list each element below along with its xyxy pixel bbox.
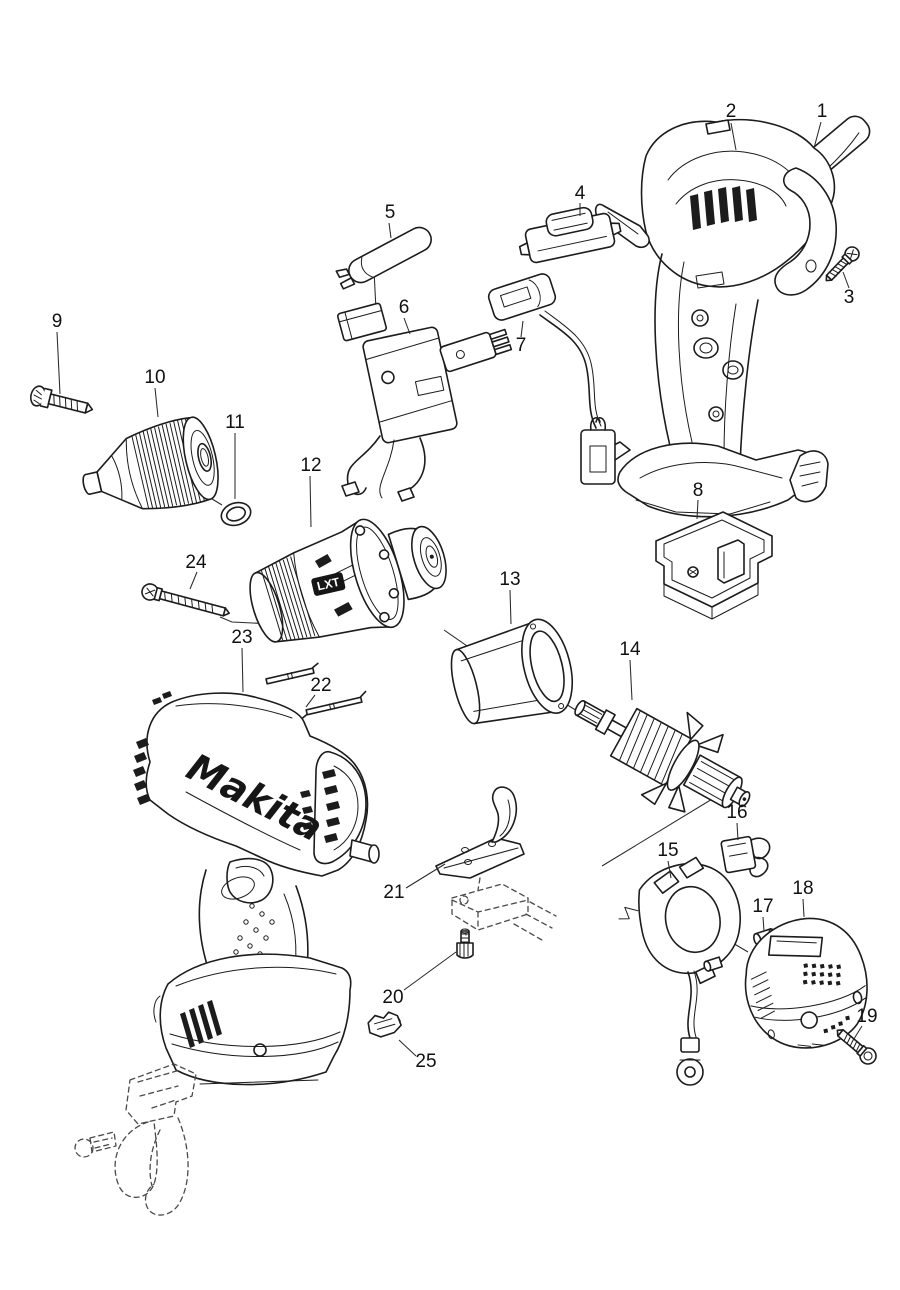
- part-19-screw: [836, 1028, 877, 1065]
- part-label-23: 23: [231, 627, 252, 648]
- part-7-led-module: [487, 273, 616, 485]
- part-9-chuck-screw: [29, 385, 94, 414]
- part-label-25: 25: [415, 1051, 436, 1072]
- part-label-5: 5: [385, 202, 396, 223]
- part-label-9: 9: [52, 311, 63, 332]
- part-label-20: 20: [382, 987, 403, 1008]
- part-3-screw: [825, 246, 860, 282]
- part-8-terminal-tray: [655, 511, 773, 620]
- part-label-18: 18: [792, 878, 813, 899]
- part-4-slide-button: [518, 206, 622, 264]
- brush-dowel: [703, 956, 724, 972]
- part-14-armature: [574, 700, 751, 813]
- part-label-16: 16: [726, 802, 747, 823]
- part-label-13: 13: [499, 569, 520, 590]
- part-label-10: 10: [144, 367, 165, 388]
- part-label-14: 14: [619, 639, 641, 660]
- part-13-motor-yoke: [450, 618, 574, 725]
- phantom-hook-block: [451, 877, 557, 941]
- part-21-belt-hook: [435, 786, 525, 879]
- label-leader-lines: [56, 121, 863, 1057]
- part-label-4: 4: [575, 183, 586, 204]
- part-22-pins: [265, 662, 367, 720]
- part-10-chuck: [82, 416, 219, 510]
- part-25-clip: [367, 1011, 402, 1038]
- part-label-15: 15: [657, 840, 678, 861]
- part-label-8: 8: [693, 480, 704, 501]
- part-20-screw: [456, 928, 474, 959]
- part-label-24: 24: [185, 552, 207, 573]
- phantom-strap: [74, 1063, 197, 1216]
- part-2-housing-right: [594, 118, 837, 518]
- part-15-brush-holder: [618, 856, 741, 1086]
- part-5-lock-lever: [335, 226, 432, 290]
- part-number-labels: 1 2 3 4 5 6 7 8 9 10 11 12 13 14 15 16 1…: [52, 101, 878, 1072]
- part-6-switch: [337, 302, 513, 502]
- part-16-clip: [720, 835, 771, 878]
- part-label-7: 7: [516, 335, 527, 356]
- part-label-12: 12: [300, 455, 321, 476]
- part-label-21: 21: [383, 882, 404, 903]
- part-label-11: 11: [225, 412, 245, 433]
- part-23-housing-left: Makita: [133, 691, 380, 1086]
- part-label-19: 19: [856, 1006, 877, 1027]
- part-12-gear-assembly: LXT: [249, 518, 447, 643]
- part-label-3: 3: [844, 287, 855, 308]
- part-label-6: 6: [399, 297, 410, 318]
- part-24-screw: [141, 583, 231, 617]
- part-18-motor-cover: [744, 917, 868, 1049]
- model-marking: LXT: [316, 575, 342, 594]
- part-label-22: 22: [310, 675, 331, 696]
- part-11-washer: [220, 501, 252, 527]
- part-label-1: 1: [817, 101, 828, 122]
- part-label-2: 2: [726, 101, 737, 122]
- part-label-17: 17: [752, 896, 773, 917]
